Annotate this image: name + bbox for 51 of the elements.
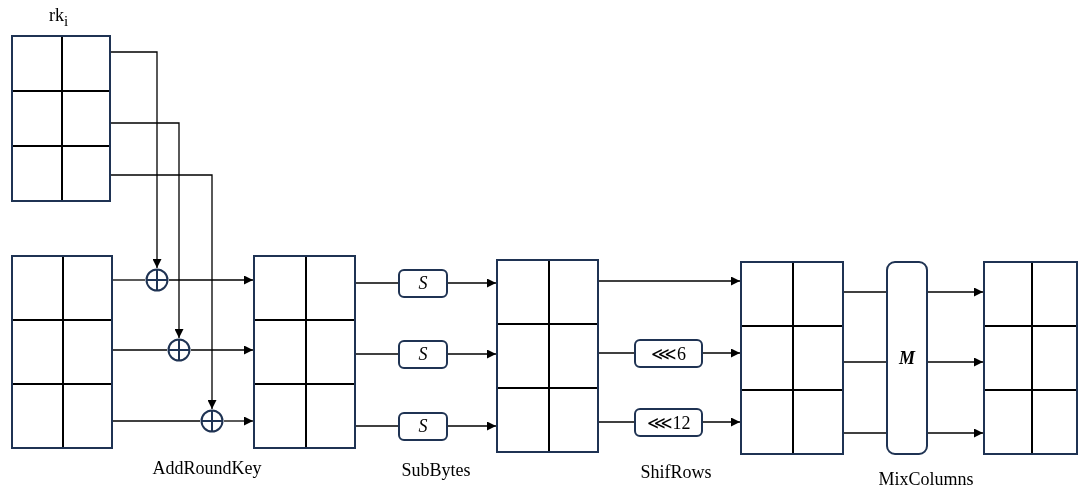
xor-symbol: [167, 338, 191, 362]
connector-line: [112, 279, 146, 281]
operator-block: [398, 412, 448, 441]
operator-label: M: [899, 347, 915, 369]
arrow: [447, 421, 497, 431]
connector-line: [355, 353, 399, 355]
arrow: [110, 122, 184, 339]
stage-label: MixColumns: [878, 469, 974, 490]
connector-line: [355, 425, 399, 427]
matrix-label: rk$_{i}$: [49, 5, 69, 30]
connector-line: [112, 420, 201, 422]
arrow: [927, 428, 984, 438]
stage-label: ShifRows: [640, 462, 712, 483]
arrow: [447, 278, 497, 288]
operator-label: S: [418, 416, 428, 437]
state-matrix: [11, 255, 113, 449]
connector-line: [112, 349, 168, 351]
state-matrix: [740, 261, 844, 455]
arrow: [110, 51, 162, 269]
operator-block: [398, 340, 448, 369]
arrow: [110, 174, 217, 410]
xor-symbol: [145, 268, 169, 292]
operator-block: [398, 269, 448, 298]
operator-label: S: [418, 273, 428, 294]
matrix-block: [886, 261, 928, 455]
arrow: [702, 348, 741, 358]
state-matrix: [253, 255, 356, 449]
connector-line: [355, 282, 399, 284]
arrow: [702, 417, 741, 427]
arrow: [168, 275, 254, 285]
connector-line: [598, 421, 635, 423]
operator-label: ⋘12: [646, 411, 691, 434]
operator-block: [634, 408, 703, 437]
xor-symbol: [200, 409, 224, 433]
connector-line: [843, 361, 887, 363]
operator-block: [634, 339, 703, 368]
connector-line: [843, 291, 887, 293]
connector-line: [843, 432, 887, 434]
operator-label: ⋘6: [651, 342, 686, 365]
arrow: [223, 416, 254, 426]
arrow: [927, 357, 984, 367]
arrow: [598, 276, 741, 286]
connector-line: [598, 352, 635, 354]
state-matrix: [983, 261, 1078, 455]
stage-label: SubBytes: [401, 460, 471, 481]
arrow: [927, 287, 984, 297]
state-matrix: [496, 259, 599, 453]
arrow: [447, 349, 497, 359]
operator-label: S: [418, 344, 428, 365]
stage-label: AddRoundKey: [152, 458, 262, 479]
arrow: [190, 345, 254, 355]
